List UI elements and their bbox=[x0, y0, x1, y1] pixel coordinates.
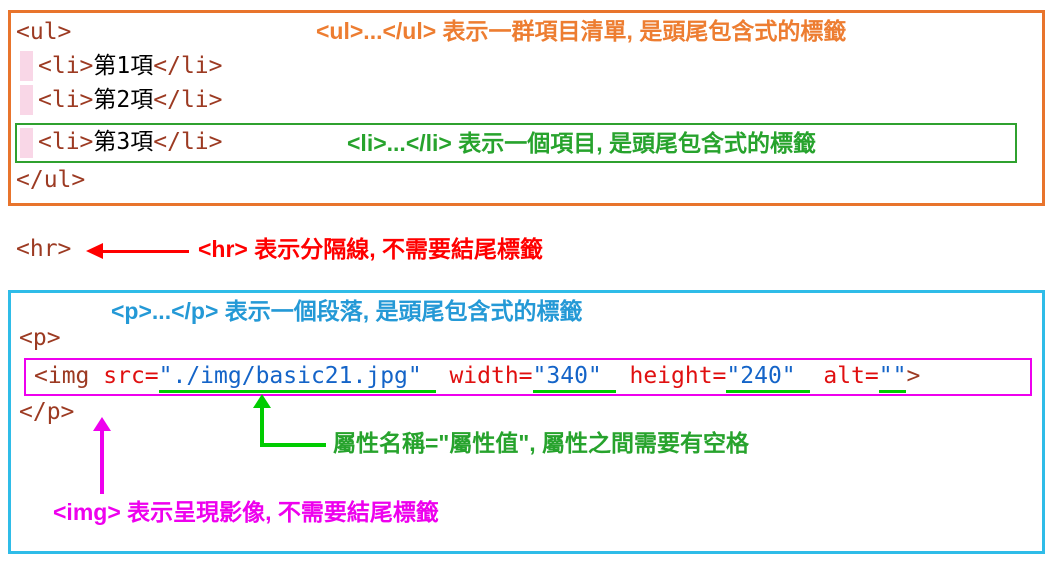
li-close-tag: </li> bbox=[153, 129, 223, 155]
p-close-tag: </p> bbox=[19, 399, 75, 425]
li-highlight-box: <li>第3項</li> <li>...</li> 表示一個項目, 是頭尾包含式… bbox=[15, 123, 1017, 163]
ul-open-tag: <ul> bbox=[16, 19, 72, 45]
li-close-tag: </li> bbox=[153, 53, 223, 79]
img-open-tag: <img bbox=[34, 363, 104, 389]
li-code-line-2: <li>第2項</li> bbox=[38, 87, 223, 114]
hr-tag: <hr> bbox=[16, 236, 72, 262]
width-attr-value: "340" bbox=[532, 363, 616, 393]
li-text: 第3項 bbox=[93, 129, 154, 155]
p-code-panel: <p>...</p> 表示一個段落, 是頭尾包含式的標籤 <p> <img sr… bbox=[8, 290, 1045, 554]
li-code-line-1: <li>第1項</li> bbox=[38, 53, 223, 80]
arrow-up-green-icon bbox=[253, 394, 271, 408]
alt-attr-value: "" bbox=[878, 363, 907, 393]
src-attr-name: src= bbox=[103, 363, 159, 389]
alt-attr-name: alt= bbox=[809, 363, 879, 389]
p-open-code-line: <p> bbox=[19, 325, 61, 352]
attr-arrow-horizontal bbox=[260, 443, 326, 447]
hr-annotation: <hr> 表示分隔線, 不需要結尾標籤 bbox=[198, 236, 544, 262]
p-close-code-line: </p> bbox=[19, 399, 74, 426]
selection-highlight-3 bbox=[20, 128, 33, 158]
img-close-bracket: > bbox=[906, 363, 921, 389]
selection-highlight-2 bbox=[20, 85, 33, 115]
arrow-left-icon bbox=[86, 243, 103, 259]
img-arrow-vertical bbox=[100, 430, 104, 494]
ul-open-code-line: <ul> bbox=[16, 19, 71, 46]
src-attr-value: "./img/basic21.jpg" bbox=[158, 363, 436, 393]
li-open-tag: <li> bbox=[38, 53, 94, 79]
attr-arrow-vertical bbox=[260, 406, 264, 446]
li-open-tag: <li> bbox=[38, 129, 94, 155]
ul-close-code-line: </ul> bbox=[16, 167, 85, 194]
height-attr-value: "240" bbox=[726, 363, 810, 393]
height-attr-name: height= bbox=[615, 363, 727, 389]
arrow-up-magenta-icon bbox=[93, 417, 111, 431]
width-attr-name: width= bbox=[435, 363, 533, 389]
hr-arrow-shaft bbox=[101, 250, 189, 253]
p-annotation: <p>...</p> 表示一個段落, 是頭尾包含式的標籤 bbox=[111, 298, 583, 324]
attr-annotation: 屬性名稱="屬性值", 屬性之間需要有空格 bbox=[333, 430, 750, 456]
ul-annotation: <ul>...</ul> 表示一群項目清單, 是頭尾包含式的標籤 bbox=[316, 18, 847, 44]
li-annotation: <li>...</li> 表示一個項目, 是頭尾包含式的標籤 bbox=[347, 130, 817, 156]
img-code-line: <img src="./img/basic21.jpg" width="340"… bbox=[34, 363, 921, 393]
hr-code-line: <hr> bbox=[16, 236, 71, 263]
li-close-tag: </li> bbox=[153, 87, 223, 113]
selection-highlight-1 bbox=[20, 51, 33, 81]
img-annotation: <img> 表示呈現影像, 不需要結尾標籤 bbox=[53, 499, 439, 525]
ul-close-tag: </ul> bbox=[16, 167, 86, 193]
img-highlight-box: <img src="./img/basic21.jpg" width="340"… bbox=[24, 358, 1032, 396]
ul-code-panel: <ul> <ul>...</ul> 表示一群項目清單, 是頭尾包含式的標籤 <l… bbox=[8, 10, 1045, 206]
p-open-tag: <p> bbox=[19, 325, 61, 351]
li-open-tag: <li> bbox=[38, 87, 94, 113]
li-code-line-3: <li>第3項</li> bbox=[38, 129, 223, 156]
li-text: 第1項 bbox=[93, 53, 154, 79]
li-text: 第2項 bbox=[93, 87, 154, 113]
